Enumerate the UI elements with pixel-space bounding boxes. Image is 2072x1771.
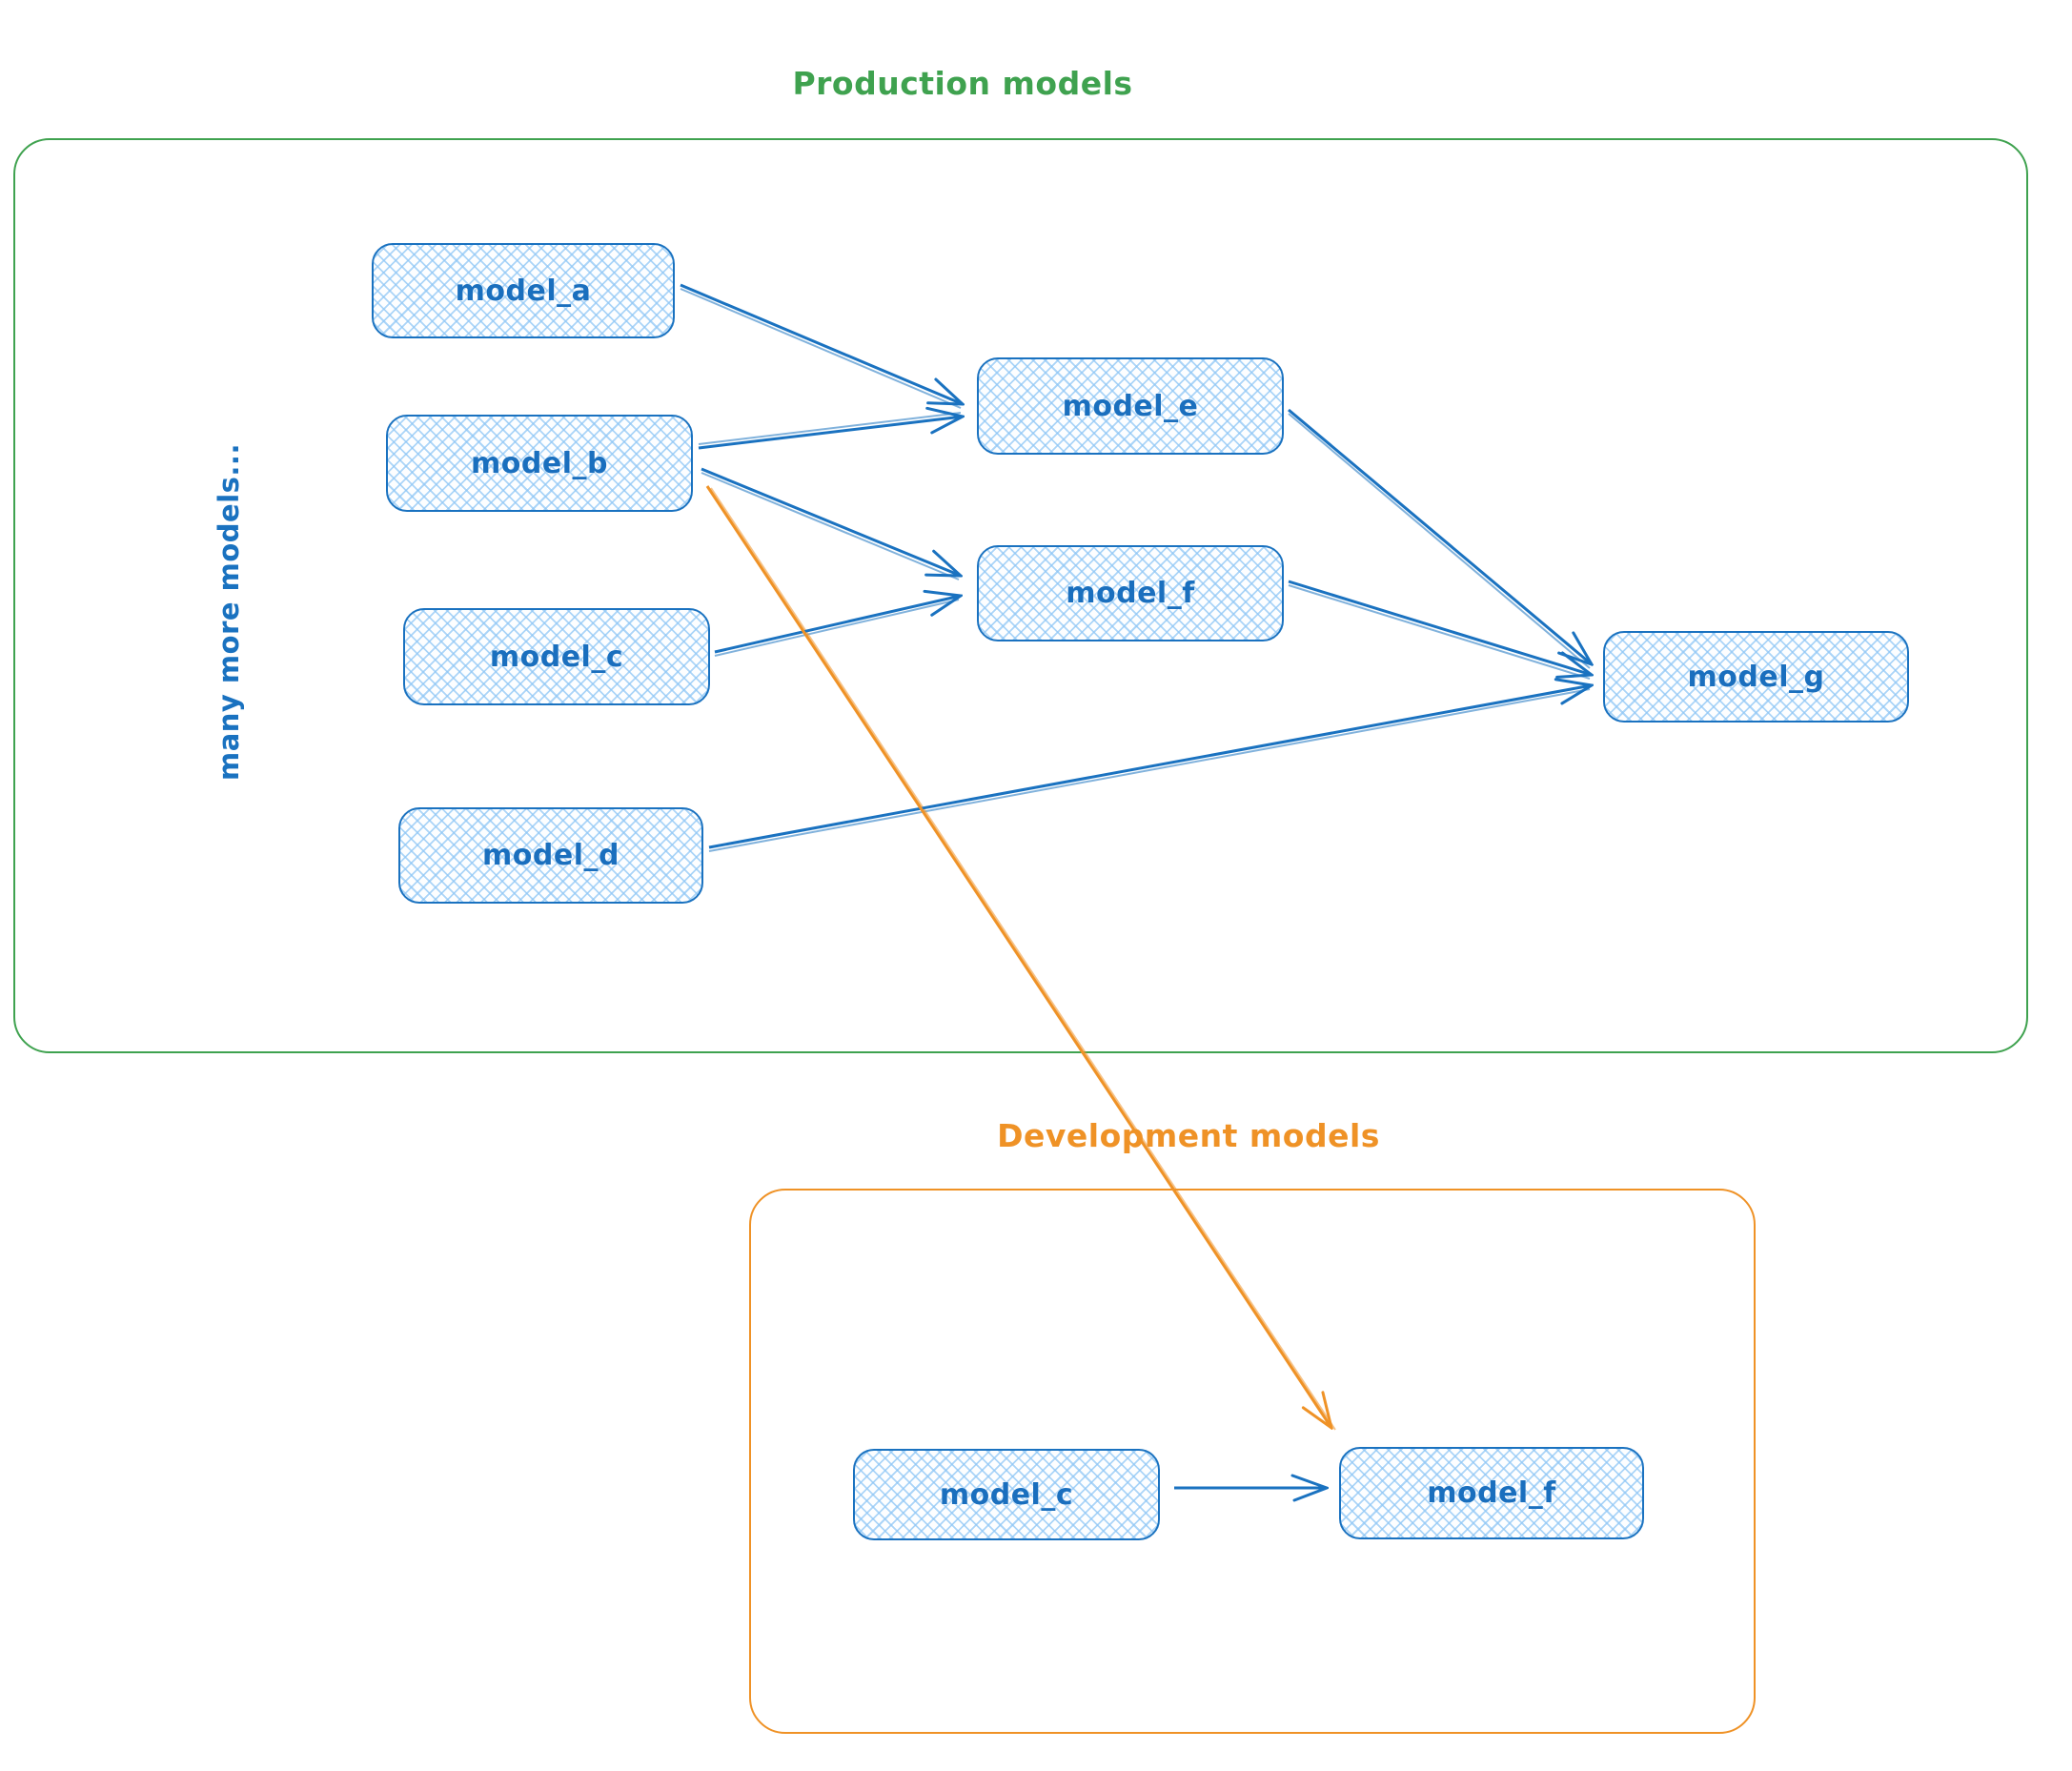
node-label: model_c bbox=[939, 1477, 1074, 1512]
node-production-model_c: model_c bbox=[403, 608, 710, 705]
node-label: model_e bbox=[1062, 389, 1199, 423]
node-label: model_d bbox=[482, 839, 620, 872]
production-title: Production models bbox=[792, 65, 1133, 102]
node-label: model_f bbox=[1427, 1476, 1556, 1510]
node-label: model_g bbox=[1687, 660, 1825, 694]
node-label: model_a bbox=[455, 274, 592, 308]
node-production-model_a: model_a bbox=[372, 243, 675, 338]
node-label: model_b bbox=[471, 446, 608, 480]
node-development-model_f: model_f bbox=[1339, 1447, 1644, 1539]
node-production-model_f: model_f bbox=[977, 545, 1284, 641]
node-production-model_d: model_d bbox=[398, 807, 703, 904]
node-production-model_b: model_b bbox=[386, 415, 693, 512]
node-production-model_e: model_e bbox=[977, 357, 1284, 455]
many-more-models-note: many more models... bbox=[213, 443, 245, 781]
node-development-model_c: model_c bbox=[853, 1449, 1160, 1540]
node-label: model_c bbox=[489, 640, 624, 674]
development-title: Development models bbox=[997, 1117, 1380, 1154]
node-production-model_g: model_g bbox=[1603, 631, 1909, 723]
node-label: model_f bbox=[1066, 577, 1195, 610]
